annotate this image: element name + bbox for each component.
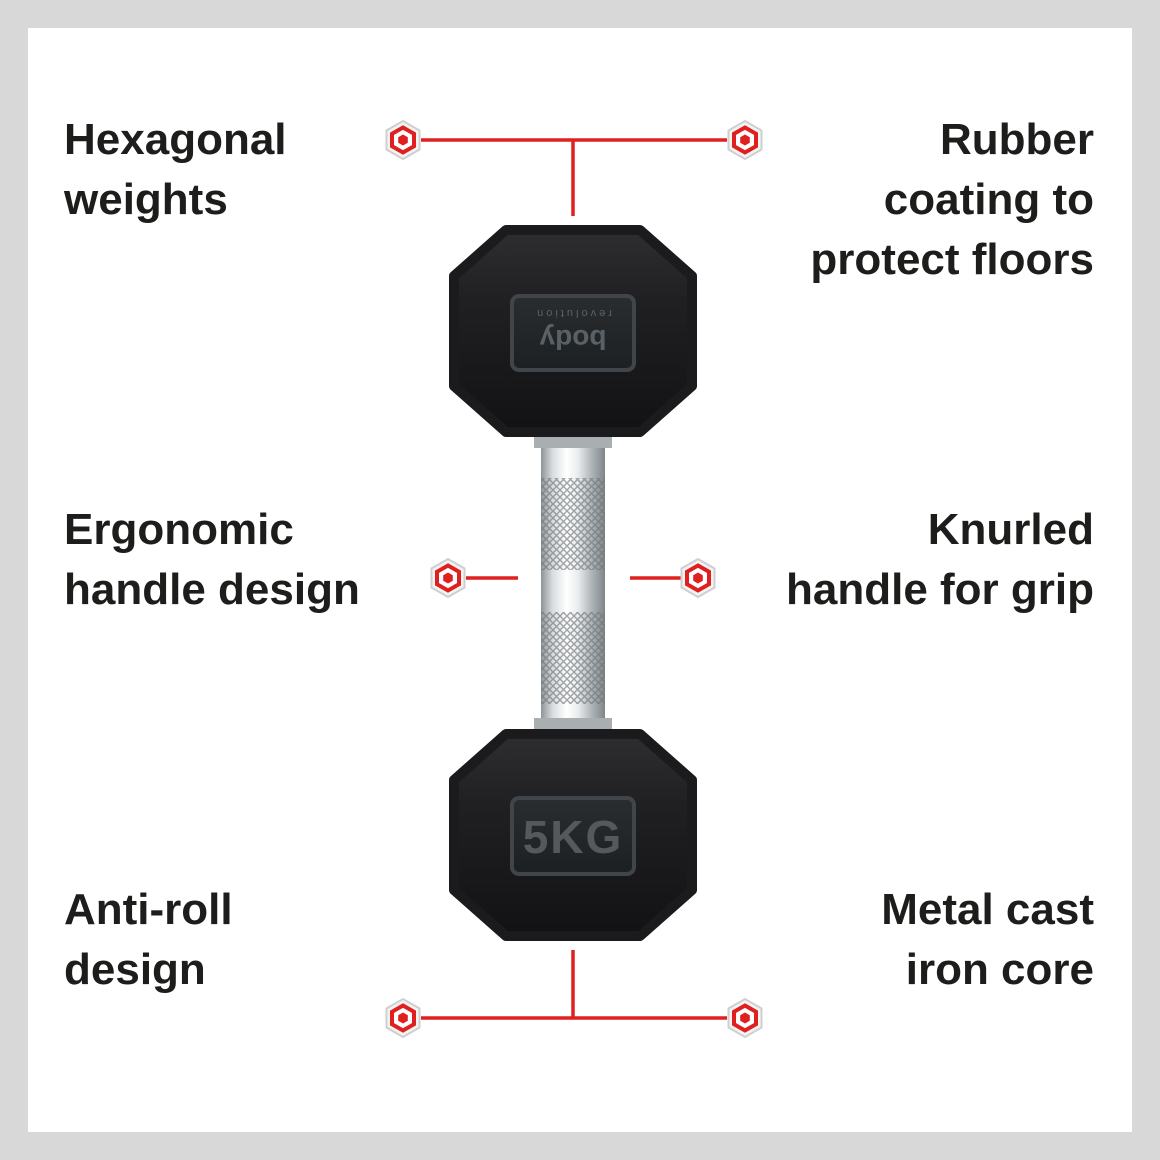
callout-line: weights	[64, 175, 228, 224]
knurl-texture-top	[541, 478, 605, 570]
brand-text-primary: body	[539, 324, 606, 355]
callout-knurled-handle: Knurled handle for grip	[786, 500, 1094, 620]
callout-line: Hexagonal	[64, 115, 287, 164]
callout-line: Metal cast	[881, 885, 1094, 934]
hex-marker-icon	[679, 557, 717, 599]
hex-marker-icon	[726, 997, 764, 1039]
hex-marker-icon	[384, 997, 422, 1039]
callout-line: Rubber	[940, 115, 1094, 164]
callout-line: Knurled	[927, 505, 1094, 554]
callout-line: handle for grip	[786, 565, 1094, 614]
hex-marker-icon	[429, 557, 467, 599]
weight-label: 5KG	[523, 811, 624, 863]
callout-line: iron core	[905, 945, 1094, 994]
callout-rubber-coating: Rubber coating to protect floors	[810, 110, 1094, 290]
callout-line: coating to	[883, 175, 1094, 224]
brand-text-secondary: revolution	[534, 307, 612, 319]
connector-lines	[421, 138, 727, 1020]
callout-line: protect floors	[810, 235, 1094, 284]
hex-marker-icon	[384, 119, 422, 161]
knurl-texture-bottom	[541, 612, 605, 704]
callout-line: handle design	[64, 565, 360, 614]
brand-logo: body revolution	[534, 307, 612, 355]
callout-anti-roll: Anti-roll design	[64, 880, 233, 1000]
callout-line: design	[64, 945, 206, 994]
brand-panel	[510, 294, 636, 372]
callout-ergonomic-handle: Ergonomic handle design	[64, 500, 360, 620]
dumbbell-image: body revolution 5KG	[449, 225, 697, 941]
callout-line: Ergonomic	[64, 505, 294, 554]
weight-panel	[510, 796, 636, 876]
hex-marker-icon	[726, 119, 764, 161]
callout-hexagonal-weights: Hexagonal weights	[64, 110, 287, 230]
callout-line: Anti-roll	[64, 885, 233, 934]
callout-metal-core: Metal cast iron core	[881, 880, 1094, 1000]
